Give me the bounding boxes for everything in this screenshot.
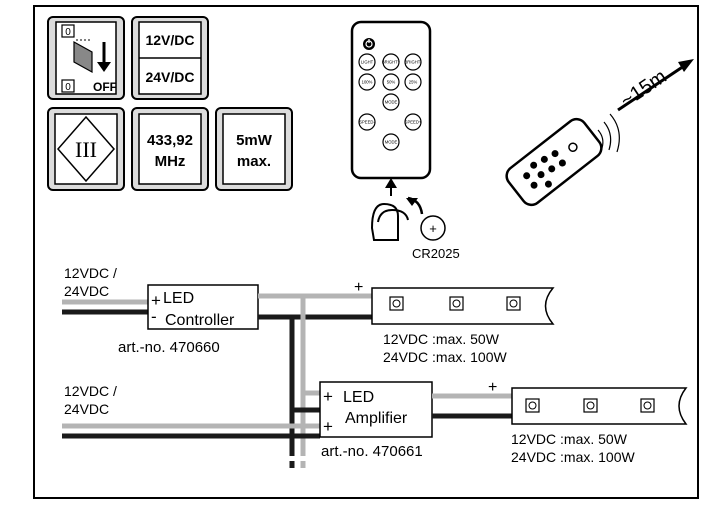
frequency-icon: 433,92 MHz xyxy=(131,107,209,191)
led-amplifier-box xyxy=(319,381,433,438)
arrow-up-icon xyxy=(385,178,397,188)
remote-button: SPEED+ xyxy=(404,113,422,131)
rotate-arrow-icon xyxy=(406,198,418,206)
remote-control-front: LIGHT BRIGHT+ BRIGHT- 100% 50% 25% MODE SPEED- S… xyxy=(350,20,432,180)
remote-button-label: LIGHT xyxy=(361,60,374,65)
strip2-rating-12: 12VDC :max. 50W xyxy=(511,431,628,447)
remote-button-label: 50% xyxy=(387,80,396,85)
supply1-line2: 24VDC xyxy=(64,283,109,299)
led-icon xyxy=(449,296,464,311)
remote-button-label: SPEED- xyxy=(359,120,375,125)
controller-name-2: Controller xyxy=(165,312,235,329)
remote-button-label: MODE xyxy=(385,100,398,105)
voltage-icon: 12V/DC 24V/DC xyxy=(131,16,209,100)
remote-button-label: BRIGHT+ xyxy=(382,60,401,65)
battery-plus: + xyxy=(429,221,437,236)
remote-button-label: MODE xyxy=(385,140,398,145)
voltage-24-label: 24V/DC xyxy=(145,69,194,85)
remote-button: BRIGHT- xyxy=(404,53,423,71)
remote-button: MODE xyxy=(382,133,400,151)
frequency-value: 433,92 xyxy=(147,132,193,149)
led-icon xyxy=(506,296,521,311)
controller-name-1: LED xyxy=(163,290,194,307)
remote-button: MODE xyxy=(382,93,400,111)
led-icon xyxy=(583,398,598,413)
remote-button: SPEED- xyxy=(358,113,376,131)
switch-off-label: OFF xyxy=(93,80,117,94)
switch-off-icon: 0 0 OFF xyxy=(47,16,125,100)
remote-button-label: BRIGHT- xyxy=(405,60,423,65)
power-max: max. xyxy=(237,153,271,170)
led-controller-box xyxy=(147,284,259,330)
amplifier-plus-1: + xyxy=(323,387,333,406)
battery-type-label: CR2025 xyxy=(412,246,460,261)
voltage-12-label: 12V/DC xyxy=(145,32,194,48)
supply2-line2: 24VDC xyxy=(64,401,109,417)
power-icon: 5mW max. xyxy=(215,107,293,191)
power-icon-remote xyxy=(363,38,375,50)
supply2-line1: 12VDC / xyxy=(64,383,117,399)
supply1-line1: 12VDC / xyxy=(64,265,117,281)
remote-button: 100% xyxy=(358,73,376,91)
led-icon xyxy=(640,398,655,413)
strip1-rating-12: 12VDC :max. 50W xyxy=(383,331,500,347)
circuit-amplifier: 12VDC / 24VDC + + LED Amplifier art.-no.… xyxy=(62,379,688,465)
led-icon xyxy=(525,398,540,413)
remote-button-label: SPEED+ xyxy=(405,120,422,125)
amplifier-name-2: Amplifier xyxy=(345,410,408,427)
strip1-rating-24: 24VDC :max. 100W xyxy=(383,349,507,365)
protection-class-icon: III xyxy=(47,107,125,191)
interconnect-wires xyxy=(289,296,320,468)
strip1-plus: + xyxy=(354,279,363,296)
remote-button: 50% xyxy=(382,73,400,91)
svg-text:0: 0 xyxy=(65,27,71,38)
amplifier-art-no: art.-no. 470661 xyxy=(321,443,423,460)
signal-wave-icon xyxy=(597,129,604,149)
circuit-controller: 12VDC / 24VDC + - LED Controller art.-no… xyxy=(62,265,555,365)
strip2-plus: + xyxy=(488,379,497,396)
controller-minus: - xyxy=(151,307,157,326)
svg-text:0: 0 xyxy=(65,82,71,93)
remote-button-label: 25% xyxy=(409,80,418,85)
remote-button-label: 100% xyxy=(362,80,373,85)
strip2-rating-24: 24VDC :max. 100W xyxy=(511,449,635,465)
coin-cell-icon xyxy=(420,215,446,241)
remote-button: LIGHT xyxy=(358,53,376,71)
controller-art-no: art.-no. 470660 xyxy=(118,339,220,356)
remote-button: BRIGHT+ xyxy=(382,53,401,71)
frequency-unit: MHz xyxy=(155,153,186,170)
range-arrow-icon xyxy=(678,59,694,72)
battery-replacement: + CR2025 xyxy=(370,178,460,261)
amplifier-plus-2: + xyxy=(323,417,333,436)
controller-plus: + xyxy=(151,291,161,310)
amplifier-name-1: LED xyxy=(343,389,374,406)
protection-class-label: III xyxy=(75,137,97,162)
led-strip-2 xyxy=(511,387,688,425)
led-icon xyxy=(389,296,404,311)
power-value: 5mW xyxy=(236,132,273,149)
remote-button: 25% xyxy=(404,73,422,91)
